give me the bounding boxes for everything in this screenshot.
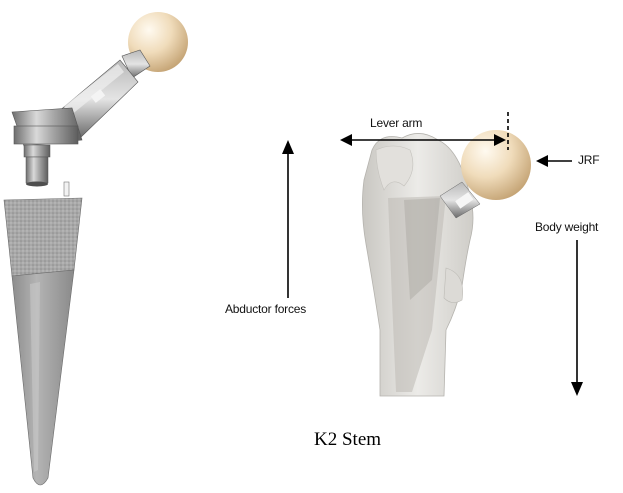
implant-stem bbox=[12, 270, 74, 485]
lever-arm-label: Lever arm bbox=[370, 116, 422, 130]
body-weight-arrow bbox=[571, 240, 583, 396]
abductor-forces-label: Abductor forces bbox=[225, 302, 306, 316]
abductor-forces-arrow bbox=[282, 140, 294, 298]
jrf-arrow bbox=[536, 155, 572, 167]
figure-caption: K2 Stem bbox=[314, 429, 381, 451]
jrf-label: JRF bbox=[578, 153, 599, 167]
implant-stem-porous bbox=[4, 198, 82, 276]
implant-icon bbox=[4, 12, 188, 485]
body-weight-label: Body weight bbox=[535, 220, 598, 234]
taper-connector bbox=[24, 145, 50, 157]
femur-icon bbox=[362, 130, 531, 396]
